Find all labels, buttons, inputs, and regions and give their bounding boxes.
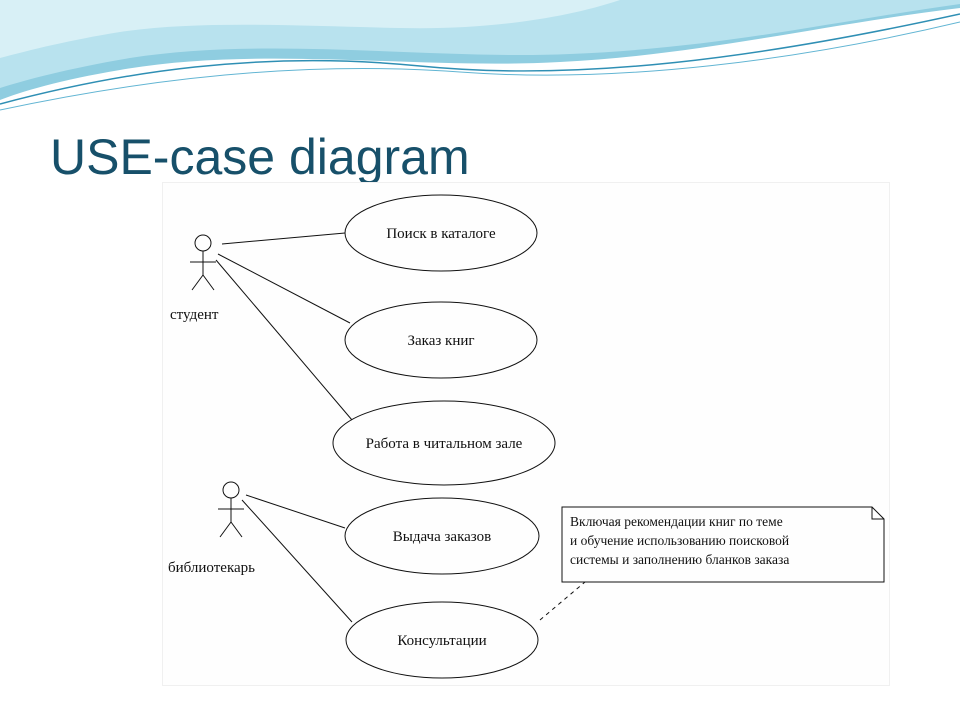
actor-student-right-leg	[202, 274, 215, 291]
comment-note-box	[561, 506, 885, 583]
use-case-reading-ellipse	[332, 400, 556, 486]
association-student-reading	[215, 259, 353, 421]
use-case-order-ellipse	[344, 301, 538, 379]
association-librarian-consult	[241, 499, 353, 623]
actor-student-head	[194, 234, 212, 252]
actor-librarian-head	[222, 481, 240, 499]
actor-librarian-label: библиотекарь	[168, 560, 255, 576]
use-case-issue-ellipse	[344, 497, 540, 575]
use-case-consult: Консультации	[345, 601, 539, 679]
use-case-search: Поиск в каталоге	[344, 194, 538, 272]
actor-student: студент	[170, 234, 219, 323]
use-case-order-label: Заказ книг	[407, 333, 474, 349]
association-student-order	[217, 253, 351, 324]
use-case-issue: Выдача заказов	[344, 497, 540, 575]
comment-note-line-1: Включая рекомендации книг по теме	[570, 514, 783, 529]
actor-student-label: студент	[170, 307, 219, 323]
association-librarian-issue	[245, 494, 346, 529]
comment-note-folded-corner	[871, 507, 884, 520]
actor-librarian: библиотекарь	[168, 481, 255, 576]
actor-librarian-right-leg	[230, 521, 243, 538]
note-anchor-line	[539, 581, 586, 621]
use-case-search-ellipse	[344, 194, 538, 272]
diagram-panel	[162, 182, 890, 686]
use-case-consult-label: Консультации	[397, 633, 486, 649]
use-case-search-label: Поиск в каталоге	[386, 226, 496, 242]
use-case-order: Заказ книг	[344, 301, 538, 379]
use-case-reading: Работа в читальном зале	[332, 400, 556, 486]
use-case-consult-ellipse	[345, 601, 539, 679]
actor-student-left-leg	[191, 274, 204, 291]
comment-note: Включая рекомендации книг по теме и обуч…	[561, 506, 885, 583]
header-wave-decoration	[0, 0, 960, 111]
comment-note-line-3: системы и заполнению бланков заказа	[570, 552, 789, 567]
slide-title: USE-case diagram	[50, 129, 470, 185]
association-student-search	[221, 232, 346, 245]
actor-librarian-left-leg	[219, 521, 232, 538]
comment-note-line-2: и обучение использованию поисковой	[570, 533, 789, 548]
use-case-reading-label: Работа в читальном зале	[366, 436, 523, 452]
use-case-issue-label: Выдача заказов	[393, 529, 491, 545]
